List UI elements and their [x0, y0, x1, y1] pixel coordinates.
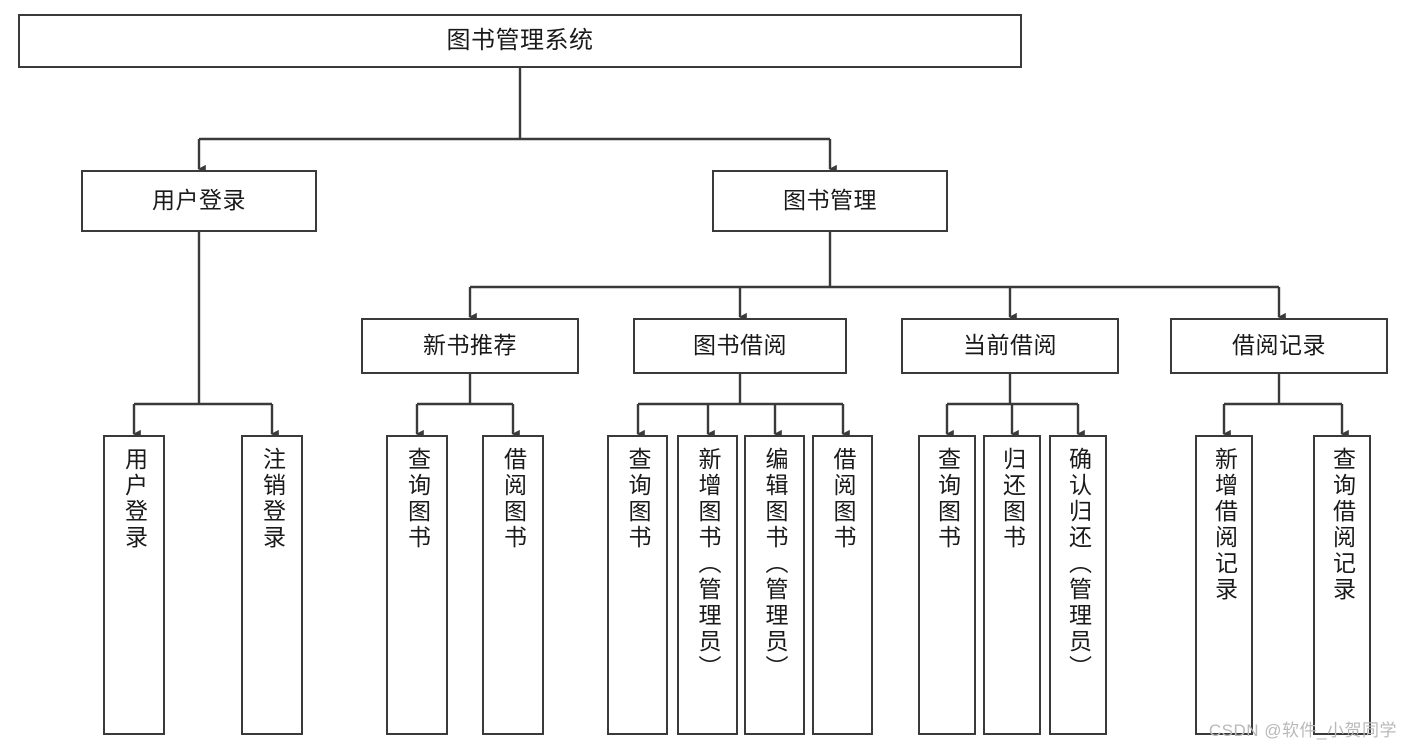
node-label: 借阅图书	[830, 447, 856, 551]
node-leaf-query-book-1[interactable]: 查询图书	[386, 435, 448, 735]
node-leaf-user-login[interactable]: 用户登录	[103, 435, 165, 735]
node-leaf-add-book[interactable]: 新增图书（管理员）	[677, 435, 738, 735]
node-label: 当前借阅	[963, 332, 1057, 359]
node-current[interactable]: 当前借阅	[901, 318, 1119, 374]
node-label: 查询图书	[625, 447, 651, 551]
node-label: 查询图书	[934, 447, 961, 551]
node-label: 用户登录	[121, 447, 148, 551]
node-label: 确认归还（管理员）	[1065, 447, 1092, 681]
node-leaf-return-book[interactable]: 归还图书	[983, 435, 1041, 735]
node-leaf-add-record[interactable]: 新增借阅记录	[1195, 435, 1253, 735]
node-label: 注销登录	[259, 447, 286, 551]
node-leaf-confirm-return[interactable]: 确认归还（管理员）	[1049, 435, 1107, 735]
node-label: 用户登录	[152, 187, 246, 214]
node-leaf-query-book-3[interactable]: 查询图书	[918, 435, 976, 735]
node-borrow[interactable]: 图书借阅	[633, 318, 847, 374]
node-leaf-query-record[interactable]: 查询借阅记录	[1313, 435, 1371, 735]
node-label: 新增借阅记录	[1211, 447, 1238, 603]
node-root[interactable]: 图书管理系统	[18, 14, 1022, 68]
node-label: 归还图书	[999, 447, 1026, 551]
node-label: 图书借阅	[693, 332, 787, 359]
node-leaf-query-book-2[interactable]: 查询图书	[607, 435, 668, 735]
node-label: 借阅图书	[500, 447, 527, 551]
node-label: 查询图书	[404, 447, 431, 551]
node-label: 新增图书（管理员）	[695, 447, 721, 681]
node-label: 图书管理系统	[446, 26, 594, 54]
node-login[interactable]: 用户登录	[81, 170, 317, 232]
node-label: 借阅记录	[1232, 332, 1326, 359]
watermark: CSDN @软件_小贺同学	[1208, 721, 1397, 740]
node-leaf-borrow-book-1[interactable]: 借阅图书	[482, 435, 544, 735]
node-leaf-edit-book[interactable]: 编辑图书（管理员）	[744, 435, 805, 735]
node-newbook[interactable]: 新书推荐	[361, 318, 579, 374]
node-label: 图书管理	[783, 187, 877, 214]
node-label: 查询借阅记录	[1329, 447, 1356, 603]
node-label: 编辑图书（管理员）	[762, 447, 788, 681]
node-bookmgmt[interactable]: 图书管理	[712, 170, 948, 232]
node-leaf-borrow-book-2[interactable]: 借阅图书	[812, 435, 873, 735]
node-records[interactable]: 借阅记录	[1170, 318, 1388, 374]
node-leaf-logout[interactable]: 注销登录	[241, 435, 303, 735]
node-label: 新书推荐	[423, 332, 517, 359]
